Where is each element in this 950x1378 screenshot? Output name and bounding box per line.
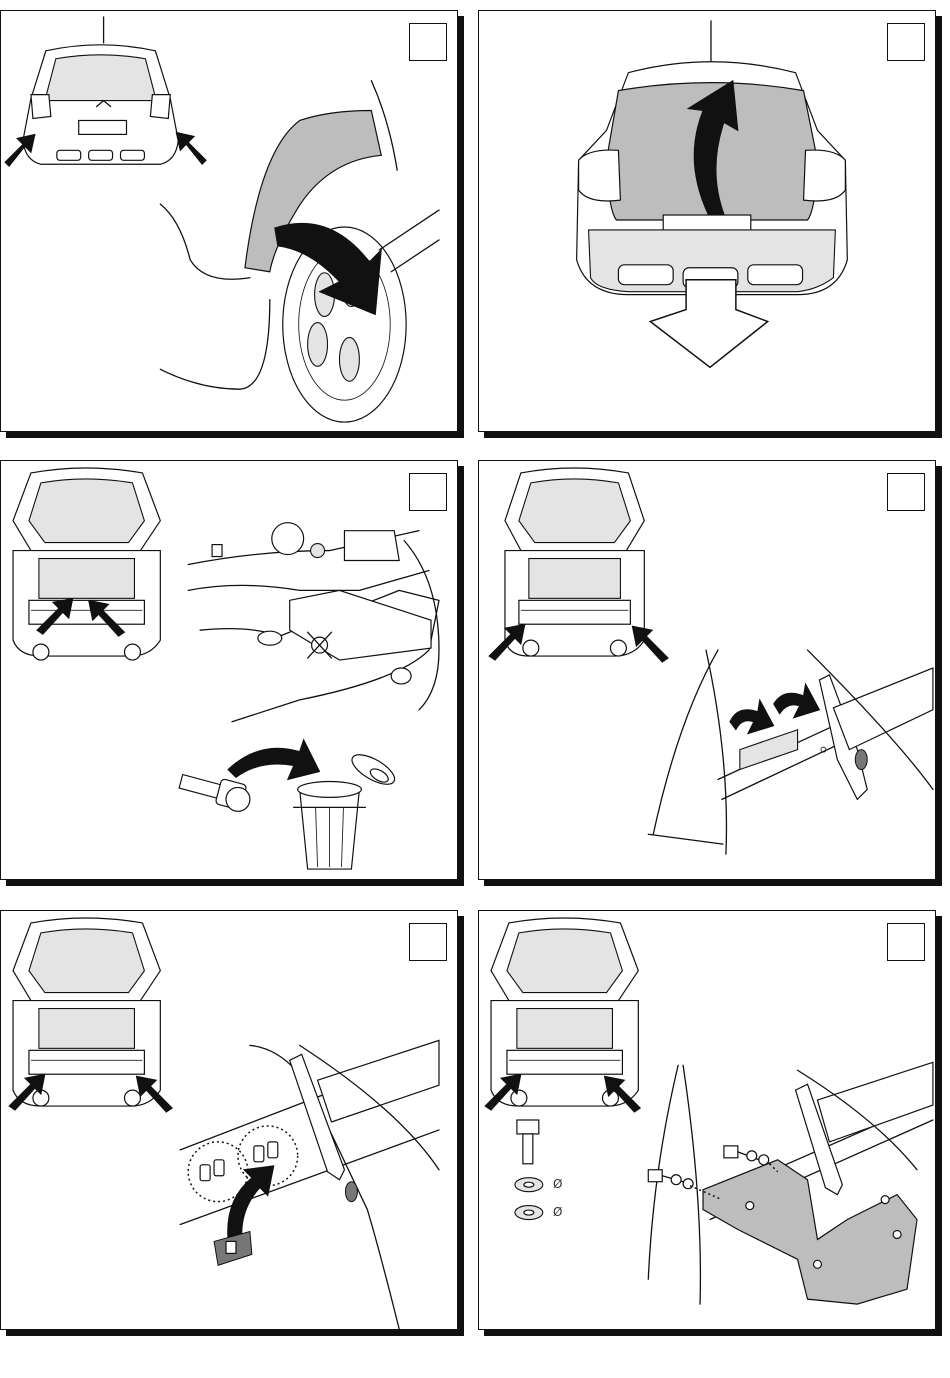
car-open-tailgate-thumbnail bbox=[505, 468, 644, 656]
panel-1 bbox=[0, 10, 458, 432]
panel-4-illustration bbox=[479, 461, 935, 879]
step-number-box bbox=[887, 923, 925, 961]
panel-6-illustration bbox=[479, 911, 935, 1329]
washer-icon bbox=[515, 1178, 543, 1192]
bumper-beam-detail bbox=[188, 523, 439, 722]
step-number-box bbox=[887, 23, 925, 61]
step-number-box bbox=[409, 473, 447, 511]
curved-arrow-icon bbox=[774, 684, 820, 718]
bumper-beam-detail bbox=[648, 650, 933, 854]
curved-arrow-icon bbox=[730, 700, 774, 734]
panel-3-illustration bbox=[1, 461, 457, 879]
car-open-tailgate-thumbnail bbox=[13, 468, 160, 660]
cap-icon bbox=[348, 749, 399, 790]
washer-icon bbox=[515, 1206, 543, 1220]
panel-6: Ø Ø bbox=[478, 910, 936, 1330]
arrow-icon bbox=[136, 1076, 172, 1112]
arrow-icon bbox=[5, 134, 35, 166]
step-number-box bbox=[887, 473, 925, 511]
panel-3 bbox=[0, 460, 458, 880]
panel-5 bbox=[0, 910, 458, 1330]
clip-nut-icon bbox=[214, 1231, 252, 1265]
panel-2-illustration bbox=[479, 11, 935, 431]
arrow-icon bbox=[632, 626, 668, 662]
step-number-box bbox=[409, 923, 447, 961]
bumper-beam-detail bbox=[180, 1040, 439, 1329]
washer-2-symbol: Ø bbox=[553, 1205, 562, 1219]
bolt-icon bbox=[517, 1120, 539, 1164]
washer-1-symbol: Ø bbox=[553, 1177, 562, 1191]
panel-4 bbox=[478, 460, 936, 880]
panel-2 bbox=[478, 10, 936, 432]
car-rear-thumbnail bbox=[23, 17, 178, 164]
curved-arrow-icon bbox=[228, 740, 320, 780]
tow-bracket-assembly bbox=[648, 1062, 933, 1304]
panel-5-illustration bbox=[1, 911, 457, 1329]
step-number-box bbox=[409, 23, 447, 61]
bolt-icon bbox=[179, 775, 250, 812]
curved-arrow-icon bbox=[228, 1166, 274, 1240]
panel-1-illustration bbox=[1, 11, 457, 431]
trash-bin-icon bbox=[294, 781, 366, 869]
arrow-icon bbox=[176, 132, 206, 164]
